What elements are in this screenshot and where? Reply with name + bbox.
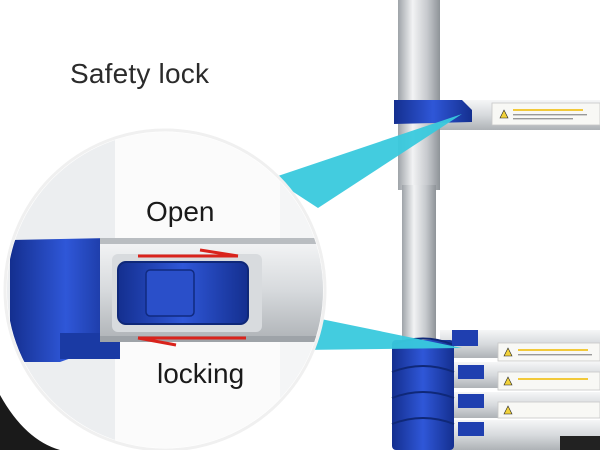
callout-beam-upper — [272, 114, 462, 208]
arrow-left-icon — [137, 336, 246, 347]
arrow-right-icon — [138, 248, 239, 258]
locking-label: locking — [157, 358, 245, 389]
ladder-pole-upper — [398, 0, 440, 190]
lock-slider-icon — [117, 261, 249, 325]
warning-triangle-icon — [499, 109, 509, 119]
zoom-circle — [3, 128, 327, 452]
ladder-pole-lower — [402, 185, 436, 355]
open-label: Open — [146, 196, 215, 227]
warning-label-upper — [491, 102, 600, 126]
lock-clip-upper — [394, 100, 472, 124]
frame-arc — [0, 395, 60, 450]
callout-beam-lower — [300, 318, 462, 350]
page-title: Safety lock — [70, 58, 210, 89]
